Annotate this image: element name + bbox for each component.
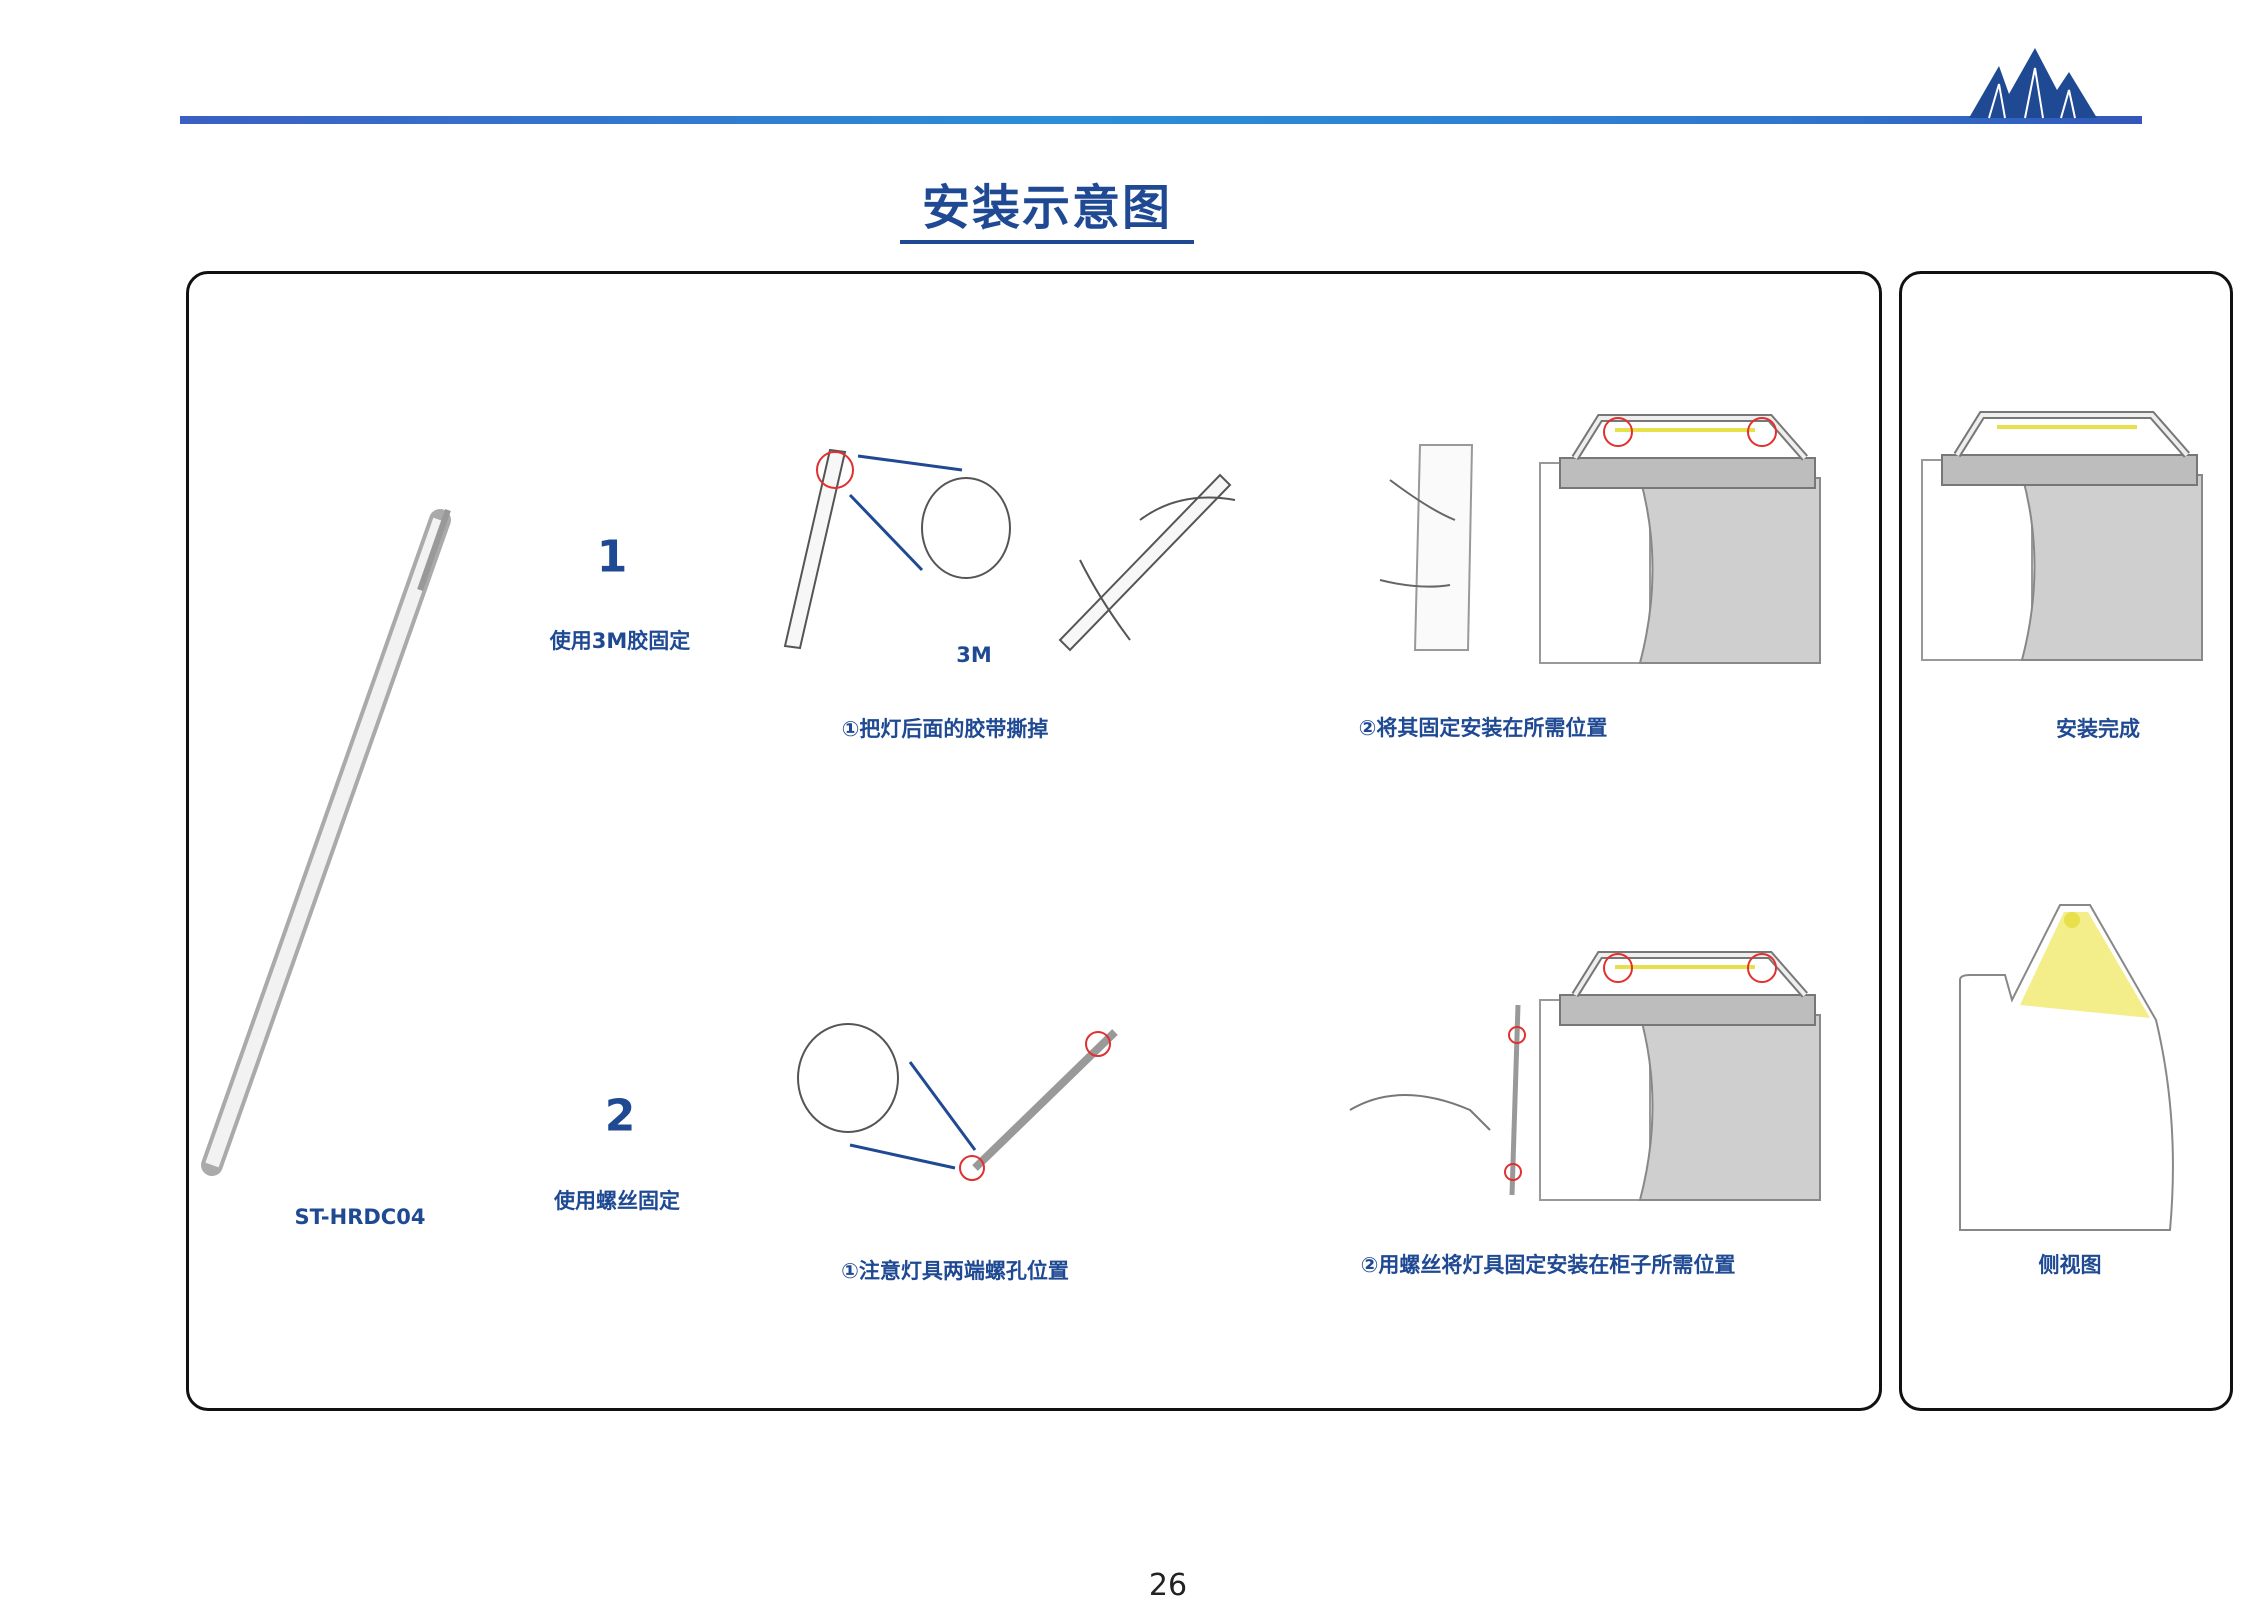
screw-mount-illustration <box>1349 954 1820 1200</box>
tape-label: 3M <box>956 643 992 667</box>
side-view-image <box>1959 904 2174 1231</box>
product-tube-image <box>201 509 451 1176</box>
page-number: 26 <box>1148 1568 1188 1603</box>
main-instruction-panel <box>186 271 1882 1411</box>
mount-position-illustration <box>1379 418 1820 663</box>
product-model: ST-HRDC04 <box>294 1205 426 1229</box>
method-1-step-1: ①把灯后面的胶带撕掉 <box>841 717 1049 741</box>
screw-hole-illustration <box>797 1023 1118 1181</box>
peel-tape-illustration <box>783 448 1236 652</box>
method-2-step-1: ①注意灯具两端螺孔位置 <box>841 1259 1069 1283</box>
page-title: 安装示意图 <box>900 168 1194 244</box>
method-2-label: 使用螺丝固定 <box>554 1189 680 1213</box>
method-1-step-2: ②将其固定安装在所需位置 <box>1358 716 1608 740</box>
result-panel <box>1899 271 2233 1411</box>
done-label: 安装完成 <box>2056 717 2140 741</box>
mountain-logo-icon <box>1969 48 2097 119</box>
method-2-step-2: ②用螺丝将灯具固定安装在柜子所需位置 <box>1360 1253 1736 1277</box>
method-1-number: 1 <box>596 531 628 583</box>
header-bar <box>180 116 2142 124</box>
installed-cabinet-image <box>1922 415 2202 660</box>
side-view-label: 侧视图 <box>2038 1253 2102 1277</box>
method-2-number: 2 <box>604 1090 636 1142</box>
method-1-label: 使用3M胶固定 <box>549 629 691 653</box>
